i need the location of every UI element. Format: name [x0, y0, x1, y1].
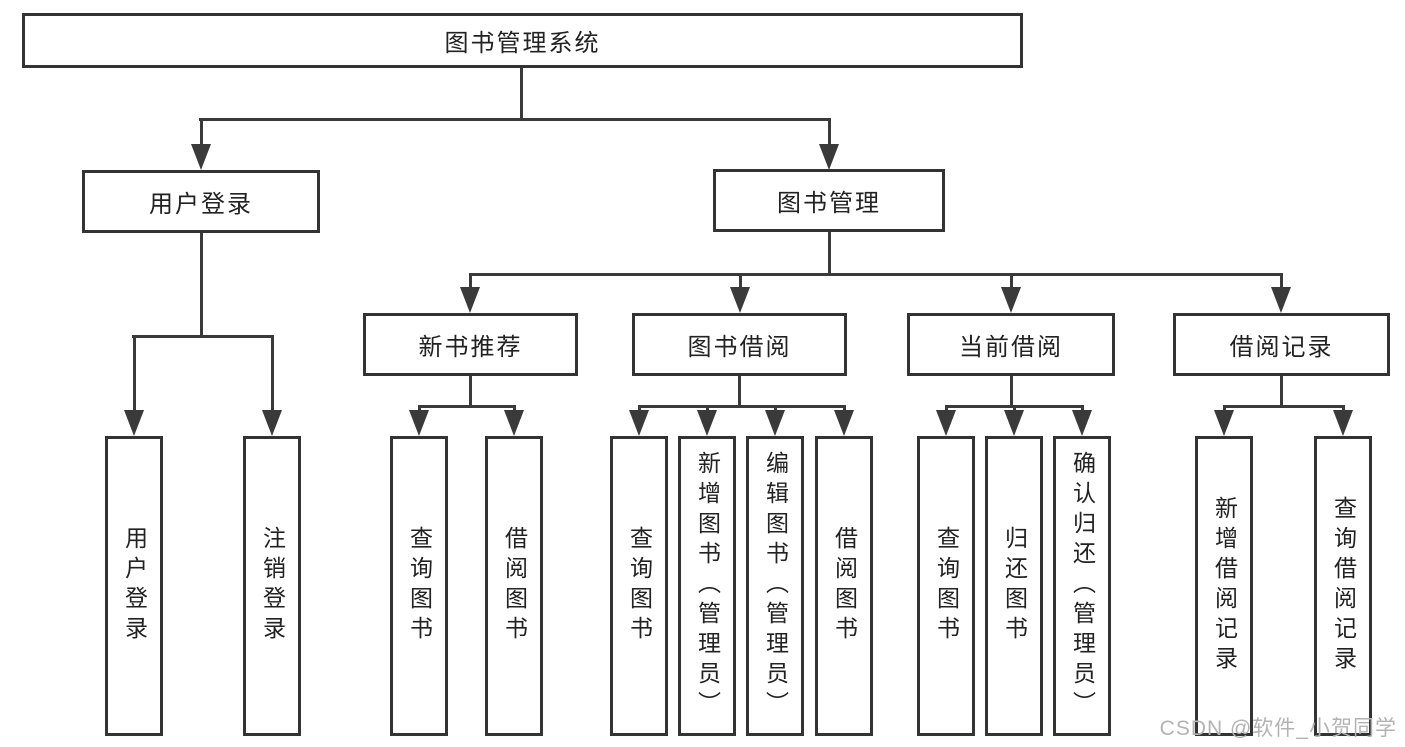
- node-label: 新书推荐: [418, 334, 523, 361]
- leaf-user-login: 用户登录: [105, 436, 163, 736]
- connector-drop-e2: [1342, 405, 1345, 412]
- arrowhead-leaf-login: [124, 410, 144, 436]
- node-new-book-recommend: 新书推荐: [363, 313, 578, 376]
- leaf-label: 新增借阅记录: [1211, 496, 1238, 676]
- arrowhead-leaf-logout: [262, 410, 282, 436]
- leaf-add-books-admin: 新增图书（管理员）: [678, 436, 736, 736]
- node-book-borrowing: 图书借阅: [632, 313, 847, 376]
- connector-drop-c2: [706, 405, 709, 412]
- connector-userlogin-stem: [200, 233, 203, 335]
- arrowhead-e1: [1214, 410, 1234, 436]
- connector-drop-c1: [638, 405, 641, 412]
- connector-borrowing-stem: [738, 376, 741, 405]
- leaf-label: 借阅图书: [831, 526, 858, 646]
- connector-current-stem: [1010, 376, 1013, 405]
- leaf-label: 注销登录: [259, 526, 286, 646]
- connector-borrowing-bar: [638, 405, 846, 408]
- leaf-label: 确认归还（管理员）: [1069, 451, 1096, 721]
- leaf-label: 查询图书: [626, 526, 653, 646]
- connector-drop-current-borrow: [1010, 273, 1013, 289]
- leaf-label: 新增图书（管理员）: [694, 451, 721, 721]
- arrowhead-c4: [834, 410, 854, 436]
- leaf-query-borrow-record: 查询借阅记录: [1314, 436, 1372, 736]
- connector-drop-b1: [418, 405, 421, 412]
- leaf-label: 归还图书: [1001, 526, 1028, 646]
- arrowhead-borrow-records: [1271, 287, 1291, 313]
- connector-newbooks-stem: [469, 376, 472, 405]
- connector-records-bar: [1223, 405, 1345, 408]
- connector-drop-d3: [1081, 405, 1084, 412]
- connector-drop-user-login: [200, 118, 203, 146]
- arrowhead-c2: [697, 410, 717, 436]
- node-label: 借阅记录: [1229, 334, 1334, 361]
- leaf-label: 借阅图书: [501, 526, 528, 646]
- connector-bookmgmt-stem: [828, 232, 831, 273]
- connector-drop-c3: [774, 405, 777, 412]
- connector-drop-e1: [1223, 405, 1226, 412]
- arrowhead-b1: [409, 410, 429, 436]
- connector-drop-c4: [843, 405, 846, 412]
- connector-drop-d1: [945, 405, 948, 412]
- arrowhead-d3: [1072, 410, 1092, 436]
- node-label: 图书管理系统: [444, 30, 601, 57]
- arrowhead-d1: [936, 410, 956, 436]
- connector-root-bar: [199, 118, 831, 121]
- leaf-query-books-recommend: 查询图书: [390, 436, 448, 736]
- connector-records-stem: [1280, 376, 1283, 405]
- node-label: 图书借阅: [687, 334, 792, 361]
- connector-drop-borrow-records: [1280, 273, 1283, 289]
- connector-drop-book-mgmt: [828, 118, 831, 146]
- arrowhead-book-borrow: [730, 287, 750, 313]
- arrowhead-current-borrow: [1001, 287, 1021, 313]
- arrowhead-c1: [629, 410, 649, 436]
- arrowhead-user-login: [191, 144, 211, 170]
- leaf-label: 编辑图书（管理员）: [762, 451, 789, 721]
- node-user-login-group: 用户登录: [82, 170, 320, 233]
- connector-drop-leaf-login: [133, 335, 136, 412]
- leaf-query-books-current: 查询图书: [917, 436, 975, 736]
- leaf-label: 查询图书: [406, 526, 433, 646]
- connector-drop-b2: [513, 405, 516, 412]
- leaf-logout: 注销登录: [243, 436, 301, 736]
- arrowhead-book-mgmt: [819, 144, 839, 170]
- leaf-label: 查询借阅记录: [1330, 496, 1357, 676]
- leaf-add-borrow-record: 新增借阅记录: [1195, 436, 1253, 736]
- leaf-query-books-borrowing: 查询图书: [610, 436, 668, 736]
- node-label: 图书管理: [777, 190, 881, 217]
- connector-drop-new-books: [469, 273, 472, 289]
- node-label: 当前借阅: [959, 334, 1063, 361]
- connector-drop-d2: [1013, 405, 1016, 412]
- arrowhead-b2: [504, 410, 524, 436]
- connector-userlogin-bar: [132, 335, 274, 338]
- connector-root-stem: [520, 68, 523, 118]
- arrowhead-e2: [1333, 410, 1353, 436]
- arrowhead-d2: [1004, 410, 1024, 436]
- node-label: 用户登录: [149, 191, 253, 218]
- arrowhead-c3: [765, 410, 785, 436]
- connector-bookmgmt-bar: [469, 273, 1282, 276]
- connector-newbooks-bar: [418, 405, 516, 408]
- node-current-borrowing: 当前借阅: [907, 313, 1115, 376]
- watermark: CSDN @软件_小贺同学: [1159, 717, 1397, 740]
- leaf-borrow-books-borrowing: 借阅图书: [815, 436, 873, 736]
- connector-drop-book-borrow: [739, 273, 742, 289]
- leaf-edit-books-admin: 编辑图书（管理员）: [746, 436, 804, 736]
- node-library-management-system: 图书管理系统: [22, 13, 1023, 68]
- leaf-label: 用户登录: [121, 526, 148, 646]
- leaf-borrow-books-recommend: 借阅图书: [485, 436, 543, 736]
- leaf-confirm-return-admin: 确认归还（管理员）: [1053, 436, 1111, 736]
- node-book-management-group: 图书管理: [713, 169, 945, 232]
- node-borrowing-records: 借阅记录: [1173, 313, 1390, 376]
- arrowhead-new-books: [460, 287, 480, 313]
- leaf-label: 查询图书: [933, 526, 960, 646]
- leaf-return-books: 归还图书: [985, 436, 1043, 736]
- connector-drop-leaf-logout: [271, 335, 274, 412]
